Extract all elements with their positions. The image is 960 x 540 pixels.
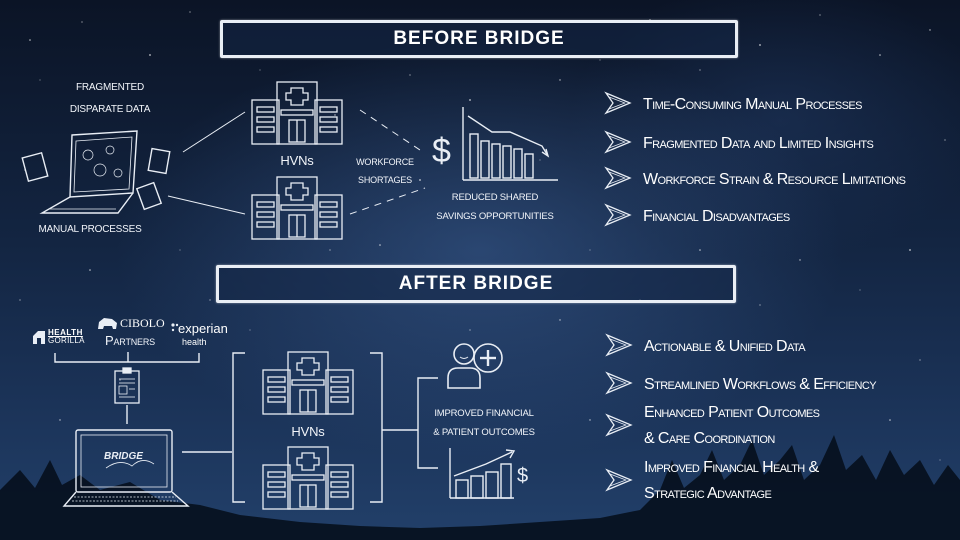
hospital-icon	[262, 351, 354, 415]
bullet-text-line2: & Care Coordination	[644, 430, 775, 447]
after-bullet-2: Streamlined Workflows & Efficiency	[605, 371, 877, 398]
arrow-right-icon	[604, 203, 632, 227]
arrow-right-icon	[604, 91, 632, 115]
before-bridge-title: BEFORE BRIDGE	[393, 28, 565, 49]
arrow-right-icon	[605, 468, 633, 492]
patient-plus-icon	[447, 343, 503, 389]
savings-opportunities-label: SAVINGS OPPORTUNITIES	[436, 211, 554, 222]
bullet-text-line1: Enhanced Patient Outcomes	[644, 404, 820, 421]
before-bridge-banner: BEFORE BRIDGE	[220, 20, 738, 58]
bullet-text: Financial Disadvantages	[643, 208, 790, 225]
arrow-right-icon	[605, 371, 633, 395]
improved-financial-label: IMPROVED FINANCIAL	[434, 408, 534, 419]
svg-text:$: $	[432, 132, 451, 170]
hospital-icon	[262, 446, 354, 510]
experian-dots-icon	[171, 323, 179, 332]
before-bullet-2: Fragmented Data and Limited Insights	[604, 130, 874, 157]
patient-outcomes-label: & PATIENT OUTCOMES	[433, 427, 535, 438]
rising-chart-icon: $	[449, 448, 528, 499]
after-bridge-title: AFTER BRIDGE	[398, 273, 554, 294]
bison-icon	[98, 317, 117, 329]
hvns-label-after: HVNs	[291, 424, 325, 439]
after-bullet-3: Enhanced Patient Outcomes & Care Coordin…	[605, 400, 820, 452]
health-gorilla-logo: HEALTH GORILLA	[32, 329, 85, 345]
hospital-icon	[251, 81, 343, 145]
manual-processes-label: MANUAL PROCESSES	[38, 224, 142, 235]
bullet-text: Streamlined Workflows & Efficiency	[644, 376, 877, 393]
before-bullet-4: Financial Disadvantages	[604, 203, 790, 230]
bridge-screen-text: BRIDGE	[104, 451, 143, 462]
laptop-fragmented-data-icon	[21, 130, 171, 214]
bullet-text-line1: Improved Financial Health &	[644, 459, 819, 476]
shortages-label: SHORTAGES	[358, 175, 412, 185]
bridge-laptop-icon: BRIDGE	[62, 429, 190, 507]
after-bullet-4: Improved Financial Health & Strategic Ad…	[605, 455, 819, 507]
disparate-data-label: DISPARATE DATA	[69, 104, 151, 115]
bullet-text: Time-Consuming Manual Processes	[643, 96, 862, 113]
arrow-right-icon	[604, 166, 632, 190]
bullet-text: Workforce Strain & Resource Limitations	[643, 171, 906, 188]
declining-chart-icon: $	[432, 107, 558, 181]
clipboard-icon	[114, 367, 140, 404]
before-bullet-1: Time-Consuming Manual Processes	[604, 91, 862, 118]
after-bullet-1: Actionable & Unified Data	[605, 333, 806, 360]
before-bullet-3: Workforce Strain & Resource Limitations	[604, 166, 906, 193]
workforce-label: WORKFORCE	[356, 157, 414, 167]
bullet-text: Fragmented Data and Limited Insights	[643, 135, 874, 152]
cibolo-logo: CIBOLO	[96, 316, 165, 331]
hospital-icon	[251, 176, 343, 240]
arrow-right-icon	[605, 413, 633, 437]
fragmented-label: FRAGMENTED	[75, 82, 144, 93]
svg-text:$: $	[517, 465, 528, 487]
hvns-label-before: HVNs	[280, 153, 314, 168]
bullet-text-line2: Strategic Advantage	[644, 485, 772, 502]
bullet-text: Actionable & Unified Data	[644, 338, 806, 355]
gorilla-icon	[33, 331, 45, 344]
arrow-right-icon	[604, 130, 632, 154]
arrow-right-icon	[605, 333, 633, 357]
after-bridge-banner: AFTER BRIDGE	[216, 265, 736, 303]
reduced-shared-label: REDUCED SHARED	[451, 192, 539, 203]
partners-label: Partners	[105, 333, 155, 348]
